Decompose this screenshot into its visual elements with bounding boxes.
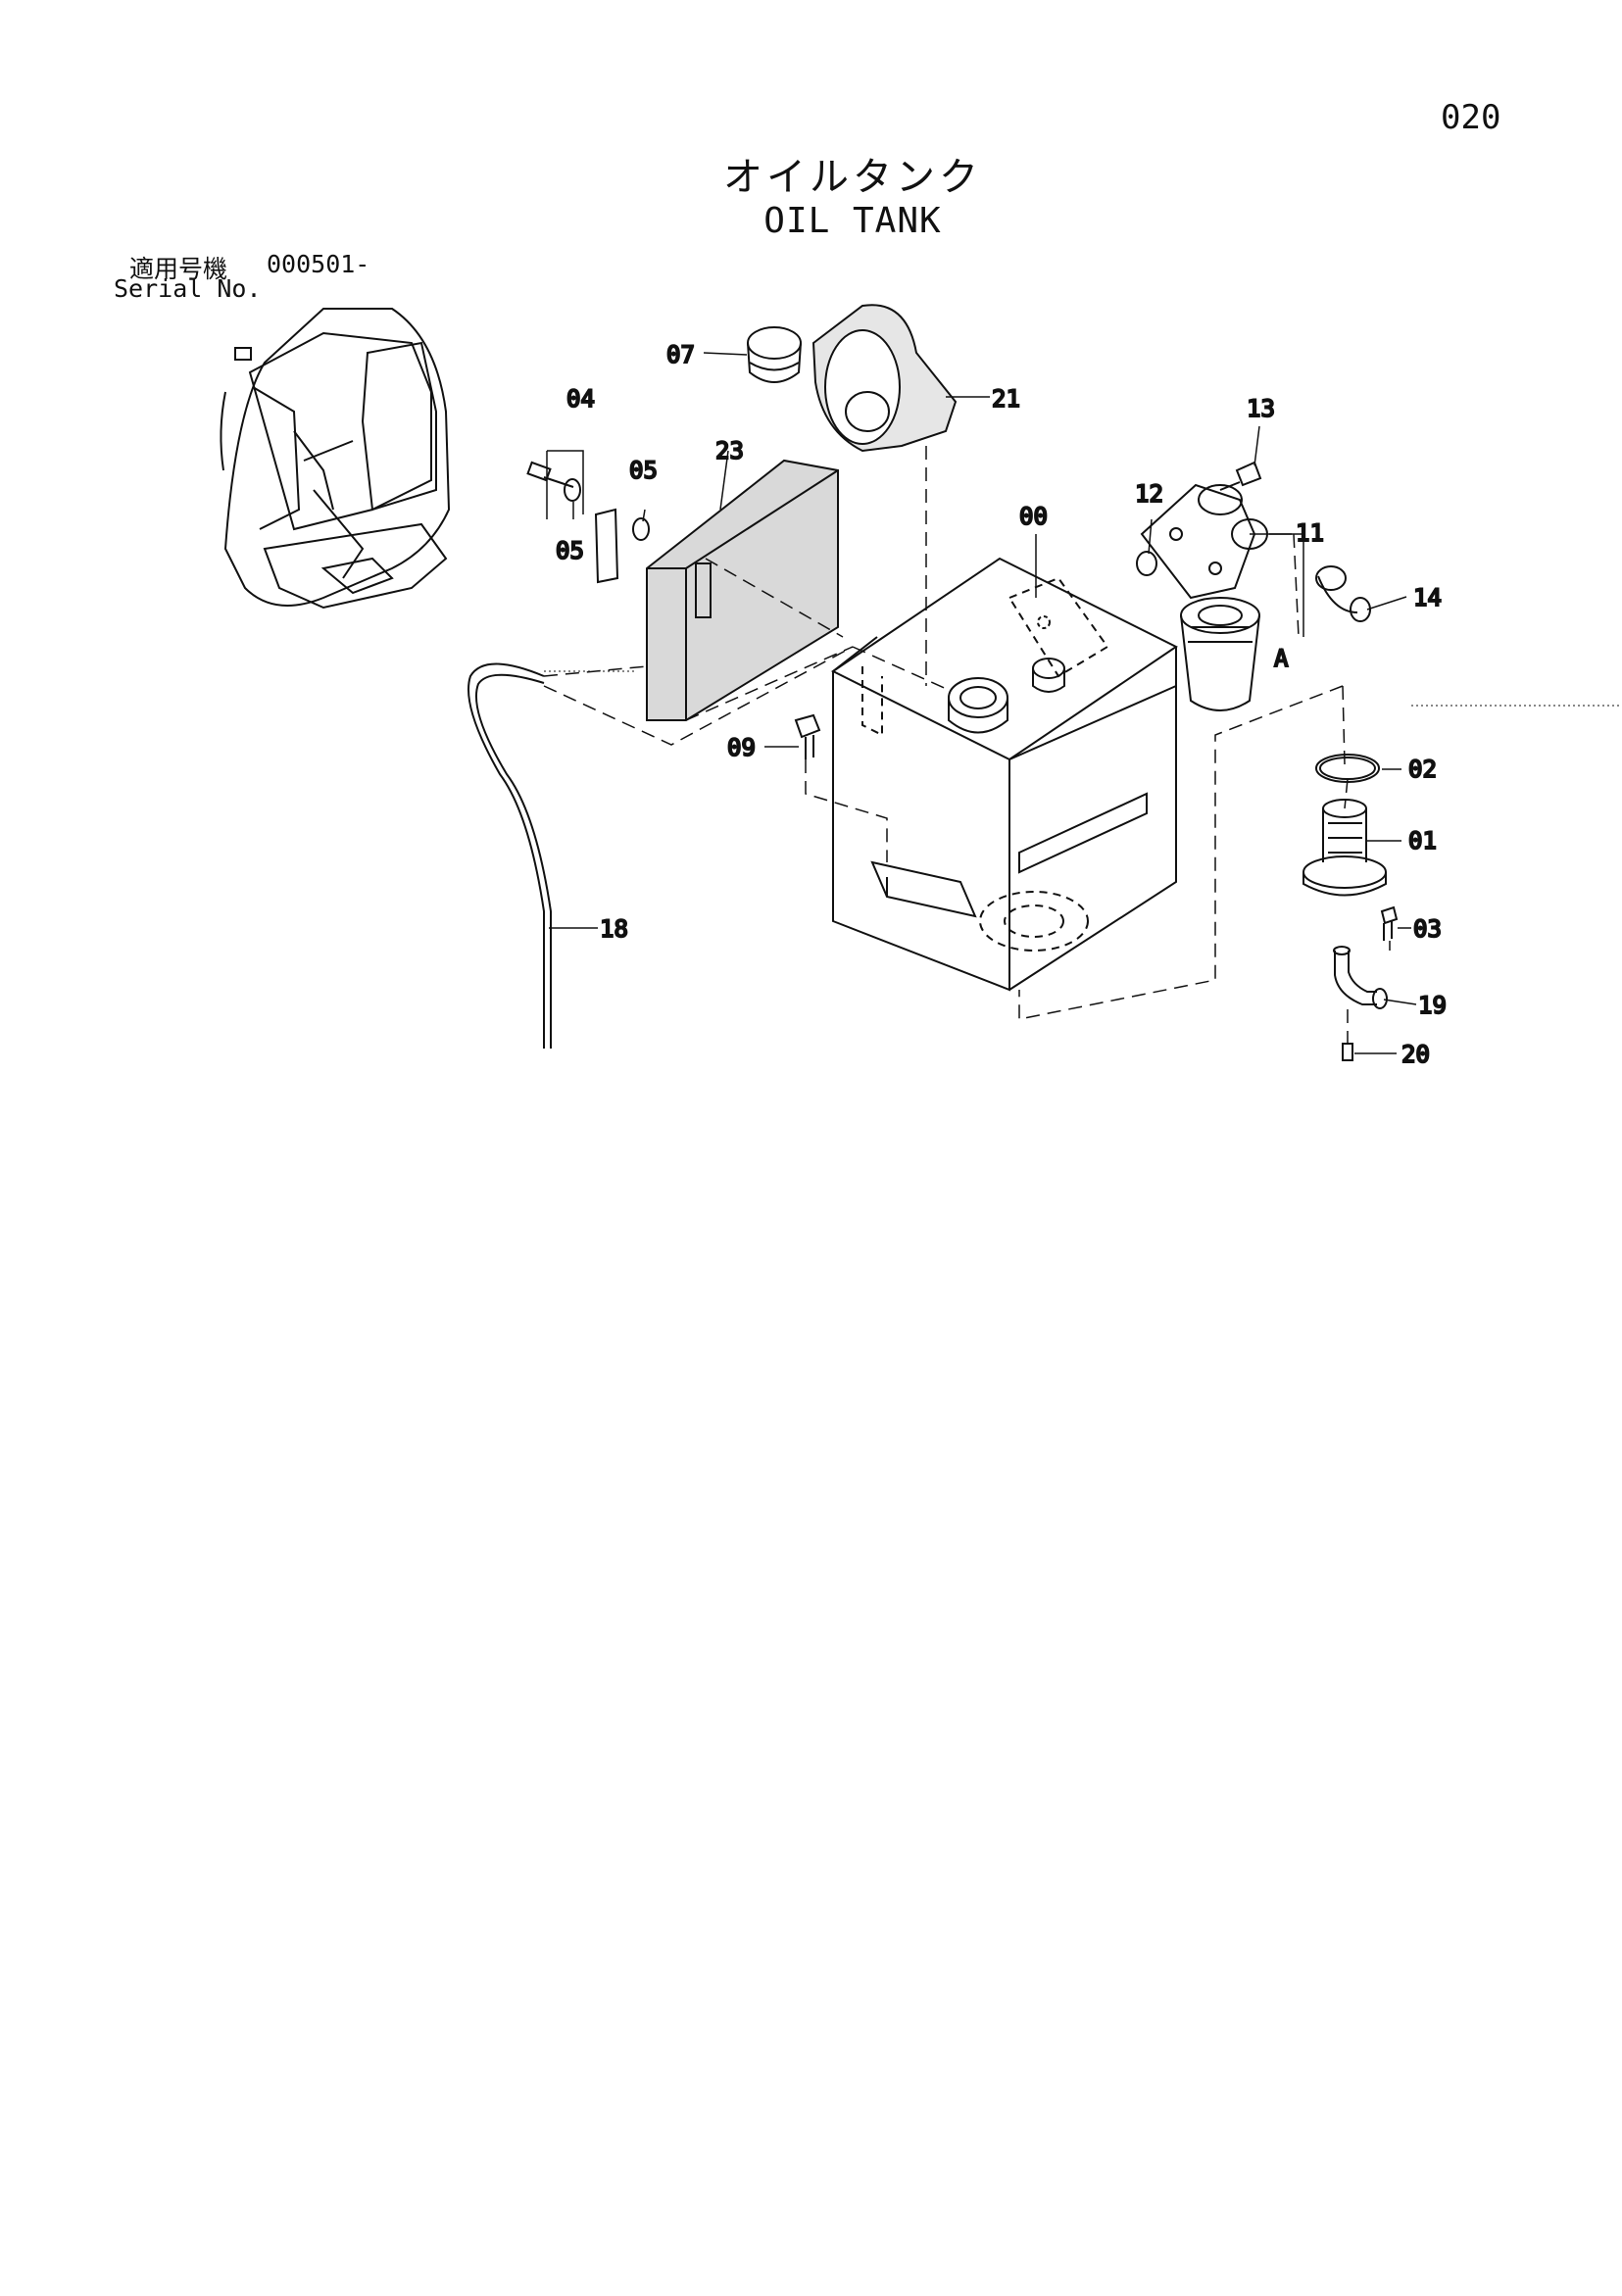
o-ring-12 (1136, 551, 1157, 576)
serial-number-value: 000501- (267, 250, 370, 278)
cap-07 (747, 326, 802, 383)
callout-05-left: 05 (556, 537, 584, 564)
o-ring-02 (1315, 754, 1380, 783)
callout-09: 09 (727, 734, 756, 761)
panel-23 (646, 459, 839, 721)
serial-label-japanese: 適用号機 (129, 255, 228, 283)
bolt-13 (1219, 461, 1262, 491)
excavator-thumbnail (220, 308, 451, 610)
bolt-03 (1380, 905, 1399, 941)
callout-00: 00 (1019, 503, 1048, 530)
assembly-lines (543, 446, 1391, 1044)
callout-21: 21 (992, 385, 1020, 413)
callout-14: 14 (1413, 584, 1442, 611)
callout-01: 01 (1408, 827, 1437, 855)
hose-18 (467, 662, 545, 1049)
callout-20: 20 (1401, 1041, 1430, 1068)
filter-element (1180, 597, 1260, 711)
callout-A: A (1274, 645, 1289, 672)
callout-19: 19 (1418, 992, 1447, 1019)
breather-21 (811, 304, 958, 453)
callout-11: 11 (1296, 519, 1324, 547)
bracket-04 (526, 461, 650, 584)
elbow-14 (1315, 565, 1371, 622)
title-japanese: オイルタンク (723, 155, 982, 200)
oil-tank (831, 557, 1178, 992)
filter-01 (1303, 799, 1387, 897)
callout-12: 12 (1135, 480, 1163, 508)
plug-20 (1342, 1043, 1353, 1061)
callout-05-right: 05 (629, 457, 658, 484)
callout-13: 13 (1247, 395, 1275, 422)
callout-23: 23 (715, 437, 744, 464)
callout-07: 07 (666, 341, 695, 368)
callout-02: 02 (1408, 756, 1437, 783)
bolt-09 (794, 713, 821, 759)
hose-18-outline (474, 673, 552, 1049)
page-number: 020 (1441, 98, 1501, 137)
callout-18: 18 (600, 915, 628, 943)
callout-03: 03 (1413, 915, 1442, 943)
callout-04: 04 (566, 385, 595, 413)
serial-label-english: Serial No. (114, 274, 262, 303)
title-english: OIL TANK (763, 201, 942, 241)
leader-lines (546, 352, 1417, 1054)
elbow-19 (1333, 946, 1388, 1009)
